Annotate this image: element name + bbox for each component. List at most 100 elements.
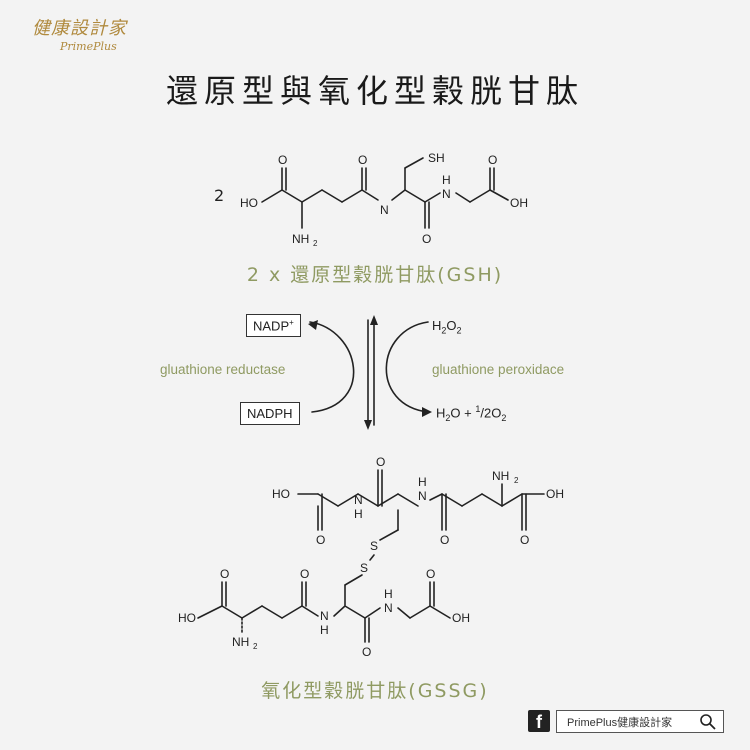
gsh-bond	[424, 192, 441, 203]
gssg-label: H	[320, 623, 329, 637]
gssg-bond	[429, 493, 443, 501]
gssg-bond	[501, 493, 523, 507]
gssg-label: N	[418, 489, 427, 503]
gssg-label: S	[370, 539, 378, 553]
gssg-label: N	[354, 493, 363, 507]
gssg-label: O	[440, 533, 449, 547]
nadph-box: NADPH	[240, 402, 300, 425]
gssg-bond	[441, 493, 463, 507]
gsh-bond	[341, 189, 363, 203]
nadp-label: NADP	[253, 318, 290, 334]
gsh-bond	[455, 192, 471, 203]
gssg-bond	[364, 607, 381, 619]
gsh-bond	[361, 189, 379, 201]
gssg-label: O	[300, 567, 309, 581]
gssg-label: H	[384, 587, 393, 601]
gssg-label: O	[362, 645, 371, 659]
gssg-bond	[344, 605, 366, 619]
gssg-label: H	[418, 475, 427, 489]
gssg-label: HO	[178, 611, 196, 625]
gsh-label: O	[422, 232, 431, 246]
gssg-label: OH	[452, 611, 470, 625]
search-text: PrimePlus健康設計家	[567, 717, 673, 729]
facebook-icon[interactable]: f	[528, 710, 550, 732]
gssg-bond	[379, 529, 399, 541]
gssg-bond	[344, 574, 363, 586]
gssg-bond	[197, 605, 223, 619]
search-box[interactable]: PrimePlus健康設計家	[556, 710, 724, 733]
gsh-caption: 2 x 還原型穀胱甘肽(GSH)	[246, 264, 504, 286]
footer: f PrimePlus健康設計家	[528, 710, 724, 734]
gssg-label: O	[316, 533, 325, 547]
brand-logo-cn: 健康設計家	[32, 18, 127, 39]
gssg-label: 2	[514, 476, 519, 485]
gsh-label: OH	[510, 196, 528, 210]
gssg-caption: 氧化型穀胱甘肽(GSSG)	[261, 680, 489, 702]
gssg-label: OH	[546, 487, 564, 501]
gsh-coefficient: 2	[214, 186, 225, 205]
gssg-label: N	[384, 601, 393, 615]
enzyme-peroxidase: gluathione peroxidace	[432, 362, 565, 377]
gssg-bond	[377, 493, 399, 507]
arrow-head	[422, 407, 432, 417]
gssg-label: O	[376, 455, 385, 469]
product-label: H2O + 1/2O2	[436, 404, 507, 423]
gssg-label: N	[320, 609, 329, 623]
gssg-bond	[241, 605, 263, 619]
gssg-bond	[317, 493, 339, 507]
gssg-label: O	[426, 567, 435, 581]
gssg-bond	[337, 493, 359, 507]
gssg-bond	[281, 605, 303, 619]
gsh-label: H	[442, 173, 451, 187]
enzyme-reductase: gluathione reductase	[160, 362, 286, 377]
gssg-label: HO	[272, 487, 290, 501]
gssg-label: NH	[232, 635, 249, 649]
gssg-bond	[409, 605, 431, 619]
gssg-label: O	[220, 567, 229, 581]
gsh-bond	[489, 189, 509, 201]
nadph-label: NADPH	[247, 406, 293, 421]
gsh-label: N	[442, 187, 451, 201]
gsh-label: 2	[313, 239, 318, 248]
gssg-bond	[221, 605, 243, 619]
gsh-label: O	[488, 153, 497, 167]
search-icon[interactable]	[699, 713, 717, 731]
gssg-label: O	[520, 533, 529, 547]
gssg-bond	[261, 605, 283, 619]
gsh-bond	[301, 189, 323, 203]
gsh-label: HO	[240, 196, 258, 210]
gsh-label: O	[358, 153, 367, 167]
gsh-bond	[261, 189, 283, 203]
gsh-label: SH	[428, 151, 445, 165]
gsh-bond	[281, 189, 303, 203]
gsh-bond	[404, 157, 424, 169]
gssg-bond	[397, 493, 419, 507]
arrow-head	[370, 315, 378, 325]
gssg-label: NH	[492, 469, 509, 483]
arrow-head	[308, 320, 318, 330]
arrow-head	[364, 420, 372, 430]
brand-logo-en: PrimePlus	[60, 40, 117, 53]
gsh-bond	[321, 189, 343, 203]
gssg-bond	[357, 493, 379, 507]
gssg-bond	[369, 554, 375, 561]
gsh-label: O	[278, 153, 287, 167]
gsh-label: NH	[292, 232, 309, 246]
gssg-label: H	[354, 507, 363, 521]
gssg-label: 2	[253, 642, 258, 651]
gssg-label: S	[360, 561, 368, 575]
gsh-bond	[404, 189, 426, 203]
gssg-bond	[397, 607, 411, 619]
nadp-box: NADP+	[246, 314, 301, 338]
oxidation-curve	[385, 321, 429, 413]
gssg-bond	[301, 605, 319, 617]
gssg-bond	[333, 605, 346, 617]
gsh-bond	[391, 189, 406, 201]
gssg-bond	[429, 605, 451, 619]
nadp-charge: +	[289, 318, 294, 327]
page-title: 還原型與氧化型穀胱甘肽	[165, 72, 584, 110]
reduction-curve	[309, 321, 355, 413]
h2o2-label: H2O2	[432, 318, 462, 336]
gsh-label: N	[380, 203, 389, 217]
